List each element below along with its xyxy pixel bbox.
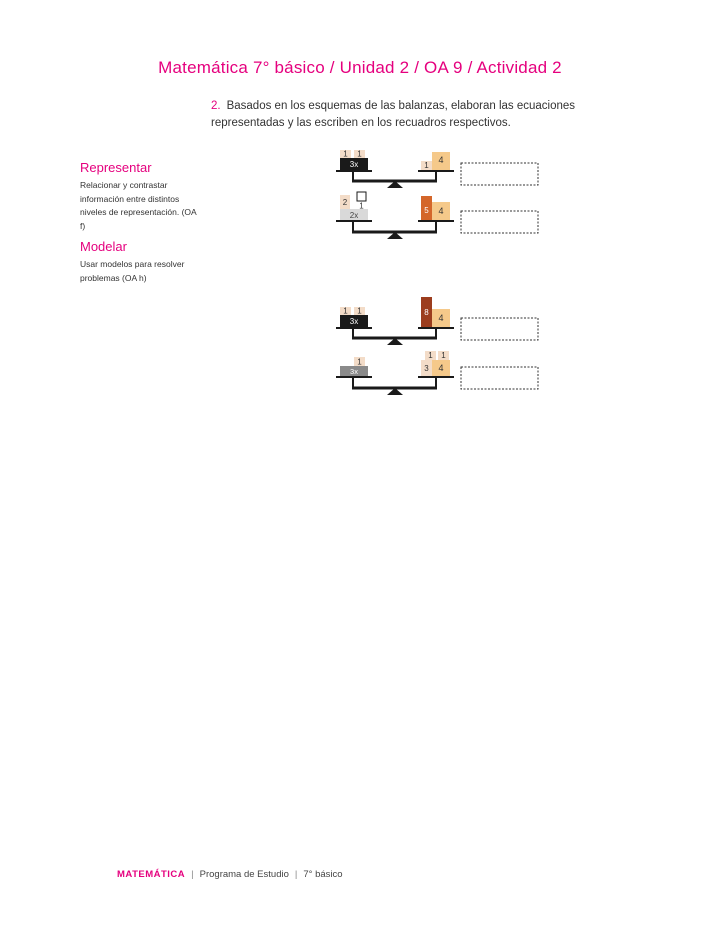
- instruction-text: Basados en los esquemas de las balanzas,…: [211, 100, 576, 129]
- balance-2: 2 1 2x 5 4: [336, 191, 539, 239]
- skill-representar: Representar Relacionar y contrastar info…: [80, 160, 200, 233]
- skill-modelar: Modelar Usar modelos para resolver probl…: [80, 239, 200, 285]
- unit-label: 1: [343, 150, 348, 159]
- unit-label: 5: [424, 206, 429, 215]
- skill-body: Relacionar y contrastar información entr…: [80, 180, 197, 231]
- unit-label: 1: [428, 351, 433, 360]
- unit-label: 1: [441, 351, 446, 360]
- unit-label: 4: [438, 155, 443, 165]
- x-block-label: 2x: [350, 211, 358, 220]
- footer: MATEMÁTICA|Programa de Estudio|7° básico: [117, 869, 343, 880]
- skill-title: Modelar: [80, 239, 127, 254]
- unit-label: 4: [438, 313, 443, 323]
- balance-4: 1 3x 1 1 3 4: [336, 351, 539, 395]
- x-block-label: 3x: [350, 367, 358, 376]
- unit-label: 8: [424, 308, 429, 317]
- unit-label: 2: [343, 198, 348, 207]
- skill-title: Representar: [80, 160, 152, 175]
- unit-label: 1: [357, 150, 362, 159]
- footer-program: Programa de Estudio: [199, 869, 289, 880]
- page-title: Matemática 7° básico / Unidad 2 / OA 9 /…: [158, 58, 562, 77]
- unit-label: 1: [424, 161, 429, 170]
- skill-body: Usar modelos para resolver problemas (OA…: [80, 259, 185, 283]
- instruction-number: 2.: [211, 100, 221, 112]
- answer-box[interactable]: [460, 366, 539, 390]
- unit-label: 1: [357, 358, 362, 367]
- x-block-label: 3x: [350, 317, 358, 326]
- unit-label: 1: [357, 307, 362, 316]
- x-block-label: 3x: [350, 160, 358, 169]
- unit-label: 3: [424, 364, 429, 373]
- footer-brand: MATEMÁTICA: [117, 869, 186, 880]
- unit-label: 4: [438, 363, 443, 373]
- unit-label: 4: [438, 206, 443, 216]
- balance-3: 1 1 3x 8 4: [336, 297, 539, 345]
- footer-grade: 7° básico: [303, 869, 343, 880]
- balance-1: 1 1 3x 1 4: [336, 150, 539, 188]
- answer-box[interactable]: [460, 162, 539, 186]
- answer-box[interactable]: [460, 317, 539, 341]
- unit-label: 1: [359, 202, 364, 211]
- unit-label: 1: [343, 307, 348, 316]
- answer-box[interactable]: [460, 210, 539, 234]
- instruction: 2.Basados en los esquemas de las balanza…: [211, 98, 591, 132]
